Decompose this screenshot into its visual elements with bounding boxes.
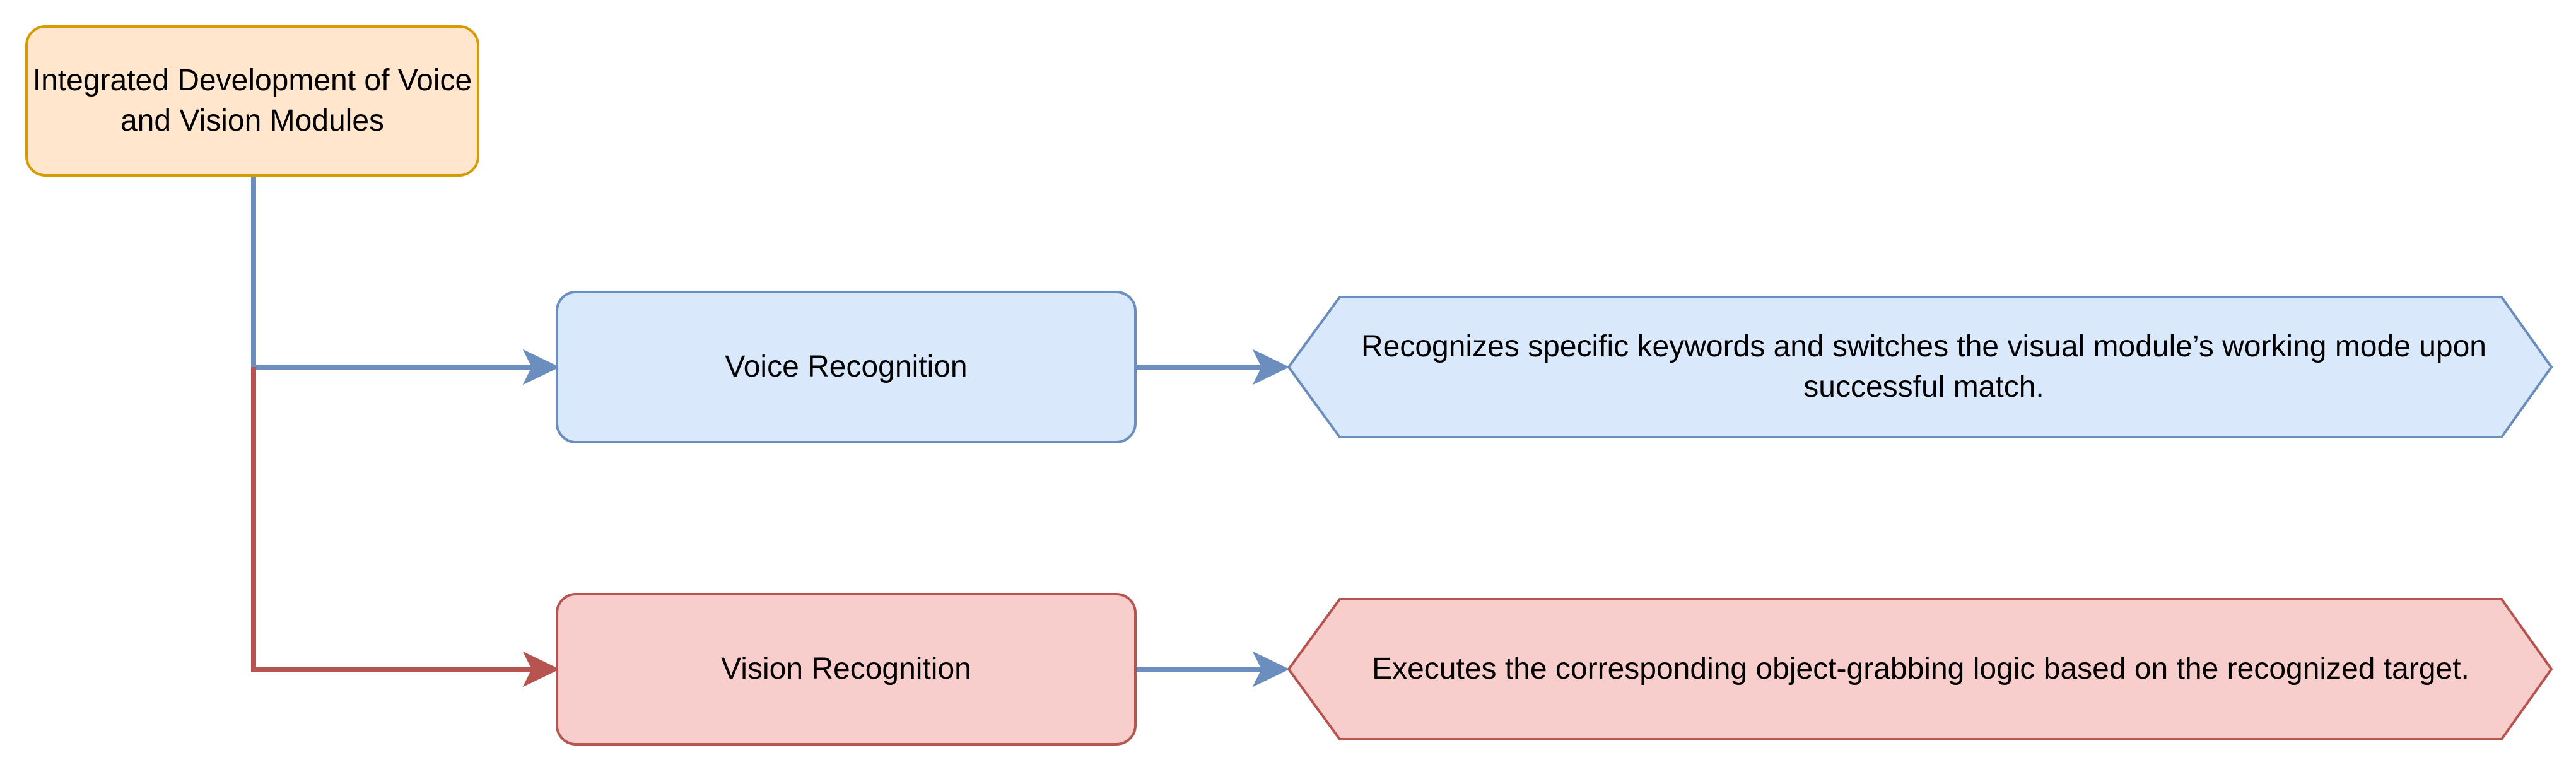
arrowhead-voice — [522, 349, 560, 385]
root-node-text: Integrated Development of Voice and Visi… — [32, 64, 472, 137]
voice-description-label: Recognizes specific keywords and switche… — [1337, 297, 2510, 437]
arrowhead-vision-desc — [1252, 651, 1290, 687]
vision-description-label: Executes the corresponding object-grabbi… — [1318, 599, 2523, 739]
voice-desc-hexagon — [1287, 296, 2553, 438]
voice-node-box — [556, 291, 1137, 443]
vision-recognition-text: Vision Recognition — [721, 652, 971, 686]
connector-root-to-voice — [251, 177, 533, 370]
vision-desc-hexagon — [1287, 598, 2553, 740]
vision-description-text: Executes the corresponding object-grabbi… — [1372, 652, 2469, 686]
voice-description-text: Recognizes specific keywords and switche… — [1361, 330, 2486, 404]
vision-node-box — [556, 593, 1137, 746]
arrowhead-voice-desc — [1252, 349, 1290, 385]
connector-root-to-vision — [251, 367, 533, 672]
vision-recognition-label: Vision Recognition — [557, 594, 1135, 744]
voice-recognition-label: Voice Recognition — [557, 292, 1135, 442]
root-node-box — [25, 25, 479, 177]
root-node-label: Integrated Development of Voice and Visi… — [26, 26, 478, 175]
arrowhead-vision — [522, 651, 560, 687]
voice-recognition-text: Voice Recognition — [725, 350, 968, 383]
